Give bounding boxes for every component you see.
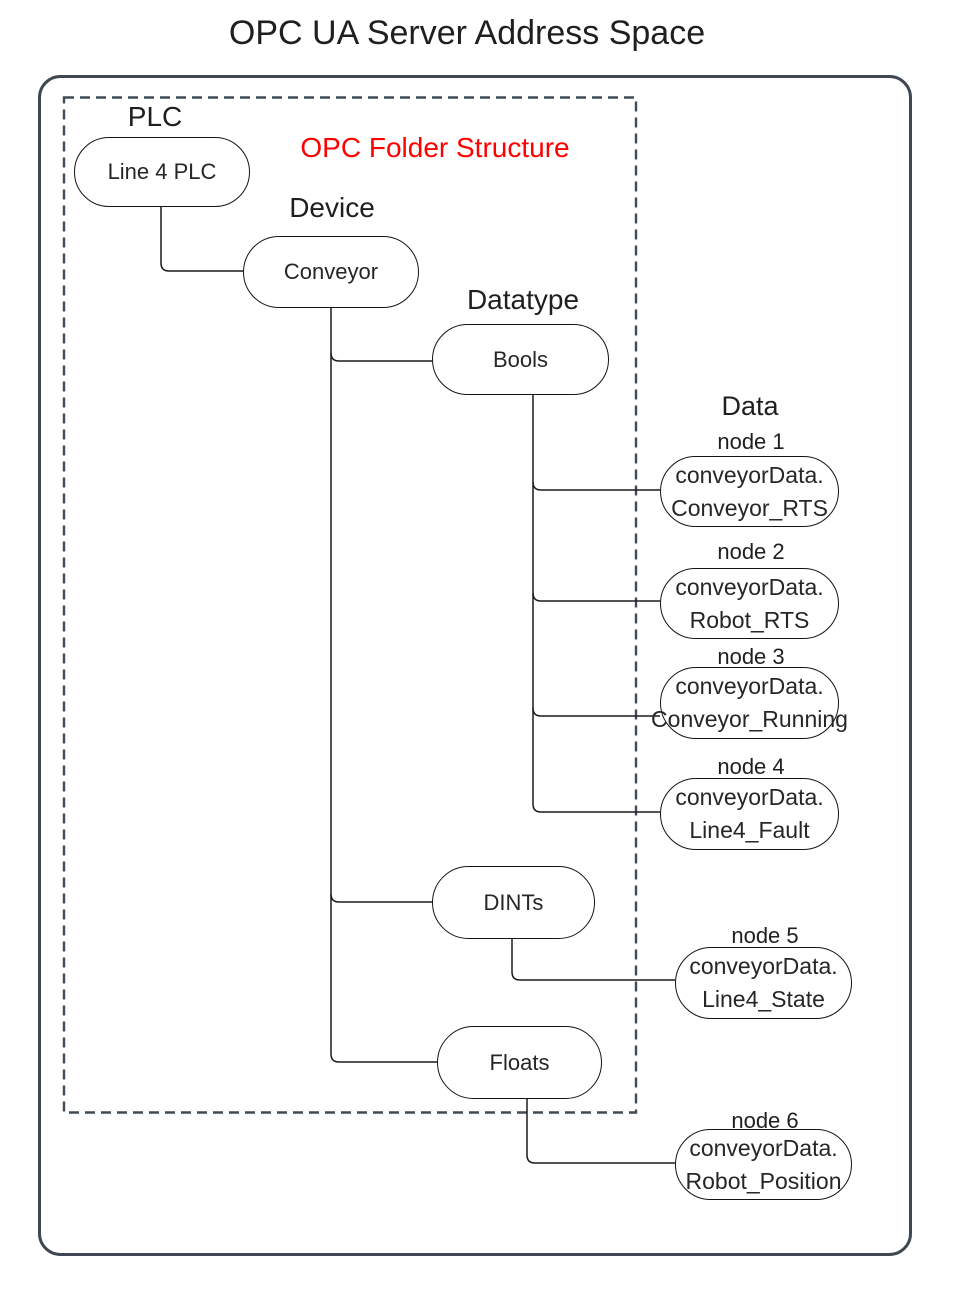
connector-dints-to-node5	[511, 937, 675, 981]
node-line4-fault-line2: Line4_Fault	[689, 817, 810, 843]
node-dints: DINTs	[432, 866, 595, 939]
node-robot-position: conveyorData. Robot_Position	[675, 1129, 852, 1200]
node-floats-label: Floats	[489, 1049, 550, 1075]
node-robot-rts-line2: Robot_RTS	[689, 606, 810, 633]
node-line4-fault-line1: conveyorData.	[675, 784, 824, 810]
node-robot-position-line1: conveyorData.	[689, 1134, 838, 1161]
node-line4-plc-label: Line 4 PLC	[107, 159, 217, 184]
annotation-opc-folder-structure: OPC Folder Structure	[300, 132, 570, 163]
connector-plc-to-conveyor	[160, 205, 243, 272]
node-line4-state-line1: conveyorData.	[689, 953, 838, 979]
caption-node-5: node 5	[731, 923, 799, 948]
connector-conveyor-to-floats	[330, 306, 437, 1063]
node-conveyor-running: conveyorData. Conveyor_Running	[651, 667, 848, 739]
node-bools: Bools	[432, 324, 609, 395]
connector-bools-to-node4	[532, 393, 660, 813]
caption-node-6: node 6	[731, 1108, 799, 1133]
node-conveyor-rts-line1: conveyorData.	[675, 461, 824, 488]
outer-border	[38, 75, 912, 1256]
node-conveyor-label: Conveyor	[283, 259, 379, 284]
diagram-title: OPC UA Server Address Space	[228, 14, 706, 52]
node-conveyor-rts: conveyorData. Conveyor_RTS	[660, 456, 839, 527]
node-robot-position-line2: Robot_Position	[685, 1167, 842, 1194]
node-dints-label: DINTs	[483, 889, 544, 915]
caption-node-2: node 2	[717, 539, 785, 564]
connector-floats-to-node6	[526, 1097, 675, 1164]
connector-bools-to-node2	[532, 592, 660, 602]
node-floats: Floats	[437, 1026, 602, 1099]
caption-node-3: node 3	[717, 644, 785, 669]
node-conveyor-rts-line2: Conveyor_RTS	[671, 494, 828, 521]
node-bools-label: Bools	[492, 346, 549, 372]
label-data: Data	[721, 391, 779, 421]
node-line4-state-line2: Line4_State	[702, 986, 825, 1012]
node-conveyor-running-line2: Conveyor_Running	[651, 706, 848, 732]
label-device: Device	[289, 192, 375, 223]
label-datatype: Datatype	[466, 284, 580, 315]
connector-conveyor-to-dints	[330, 893, 432, 903]
node-robot-rts: conveyorData. Robot_RTS	[660, 568, 839, 639]
node-line4-plc: Line 4 PLC	[74, 137, 250, 207]
caption-node-1: node 1	[717, 429, 785, 454]
node-robot-rts-line1: conveyorData.	[675, 573, 824, 600]
connector-bools-to-node3	[532, 707, 660, 717]
caption-node-4: node 4	[717, 754, 785, 779]
node-conveyor: Conveyor	[243, 236, 419, 308]
node-line4-fault: conveyorData. Line4_Fault	[660, 778, 839, 850]
opc-folder-structure-dashed-box	[62, 96, 638, 1114]
node-line4-state: conveyorData. Line4_State	[675, 947, 852, 1019]
node-conveyor-running-line1: conveyorData.	[675, 673, 824, 699]
connector-bools-to-node1	[532, 481, 660, 491]
connector-conveyor-to-bools	[330, 352, 432, 362]
label-plc: PLC	[127, 101, 183, 132]
